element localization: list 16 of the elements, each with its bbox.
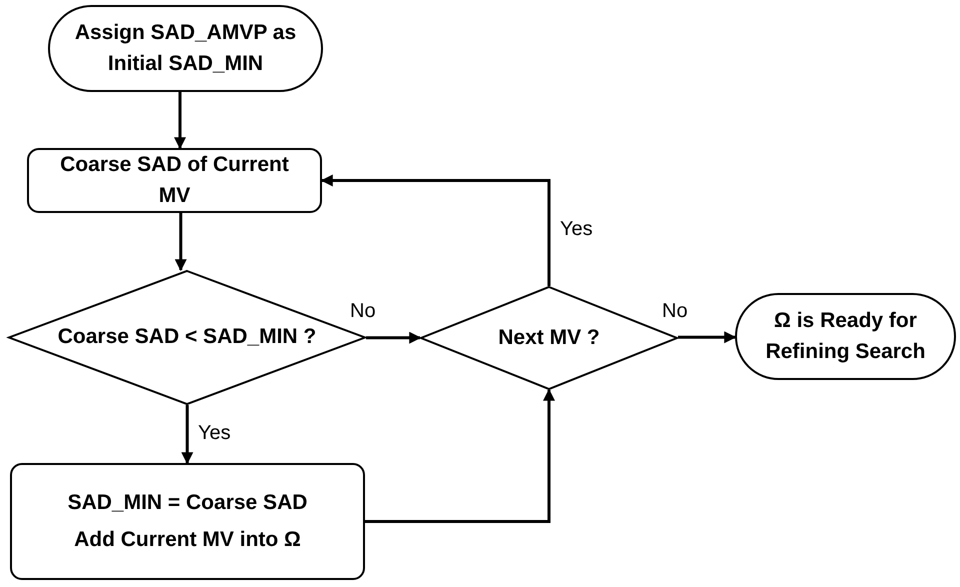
arrow xyxy=(320,174,550,286)
arrow xyxy=(181,405,194,464)
arrow xyxy=(678,331,736,344)
process-box xyxy=(10,463,365,580)
node-text: Assign SAD_AMVP as Initial SAD_MIN xyxy=(74,20,298,76)
process-box xyxy=(27,148,322,213)
node-text: Next MV ? xyxy=(498,324,600,351)
node-text: Coarse SAD of Current MV xyxy=(59,152,290,208)
arrow xyxy=(365,388,555,523)
node-text: SAD_MIN = Coarse SAD xyxy=(68,490,308,516)
node-text: Coarse SAD < SAD_MIN ? xyxy=(58,324,316,350)
node-text: Ω is Ready for Refining Search xyxy=(764,308,926,364)
arrow xyxy=(174,213,187,272)
node-text: Add Current MV into Ω xyxy=(74,526,301,552)
arrow xyxy=(174,92,186,150)
arrow xyxy=(366,332,422,344)
